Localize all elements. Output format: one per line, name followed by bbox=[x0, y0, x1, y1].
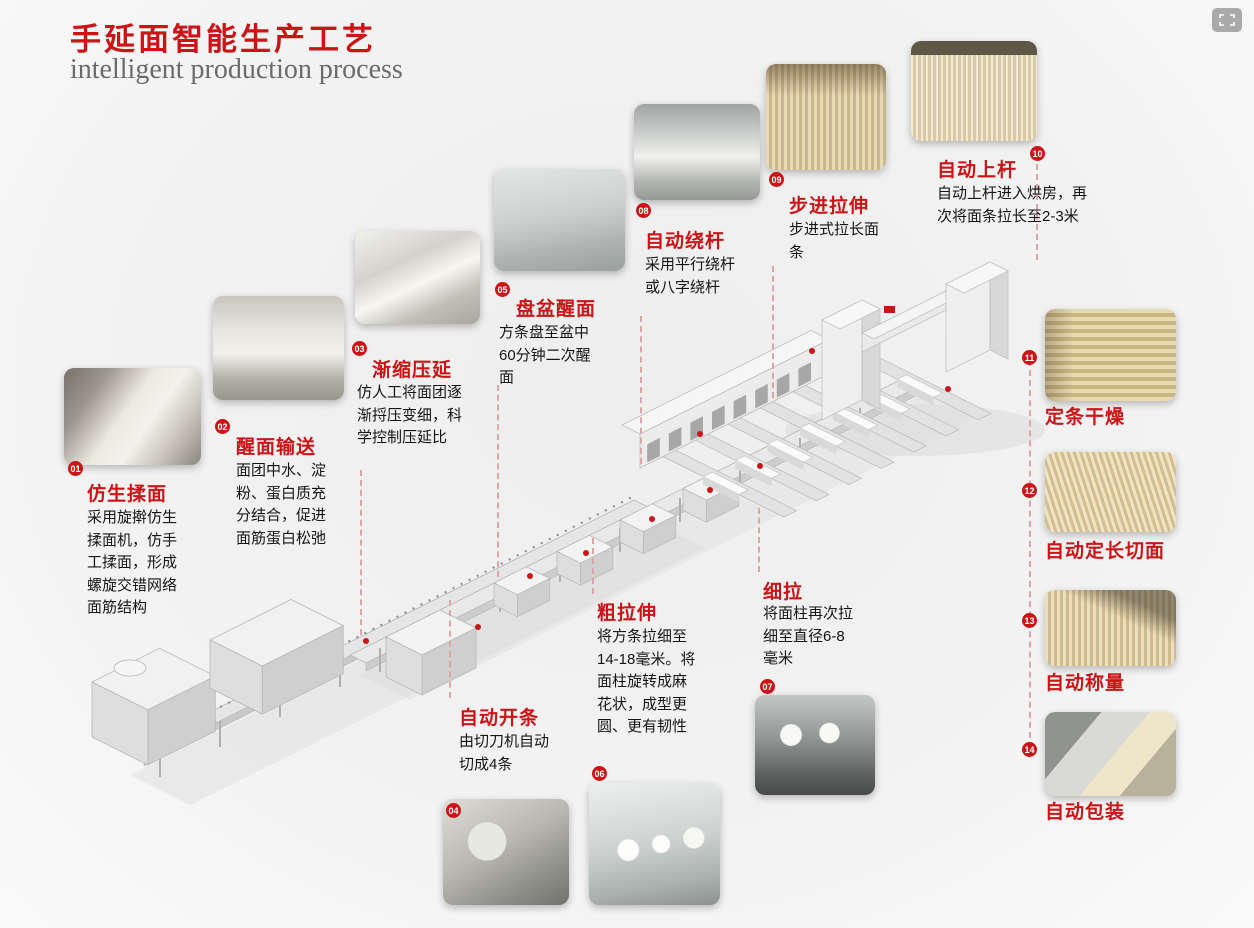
page-title: 手延面智能生产工艺 bbox=[70, 22, 376, 57]
connector-line bbox=[497, 385, 499, 577]
step-02-title: 醒面输送 bbox=[236, 437, 317, 458]
step-01-title: 仿生揉面 bbox=[87, 484, 168, 505]
step-01-desc: 采用旋擀仿生揉面机，仿手工揉面，形成螺旋交错网络面筋结构 bbox=[87, 509, 178, 616]
connector-line bbox=[449, 600, 451, 698]
step-06-photo bbox=[589, 783, 720, 905]
step-13-title: 自动称量 bbox=[1045, 673, 1126, 694]
step-11-title: 定条干燥 bbox=[1045, 407, 1126, 428]
step-04-desc: 由切刀机自动切成4条 bbox=[459, 733, 550, 773]
step-14-badge: 14 bbox=[1022, 742, 1037, 757]
connector-line bbox=[1029, 360, 1031, 748]
step-12-title: 自动定长切面 bbox=[1045, 541, 1166, 562]
step-07-photo bbox=[755, 695, 875, 795]
step-03-badge: 03 bbox=[352, 341, 367, 356]
step-11-photo bbox=[1045, 309, 1176, 401]
step-14-title: 自动包装 bbox=[1045, 802, 1126, 823]
step-01-photo bbox=[64, 368, 201, 465]
step-08-title: 自动绕杆 bbox=[645, 231, 726, 252]
step-04-title: 自动开条 bbox=[459, 708, 540, 729]
step-04-badge: 04 bbox=[446, 803, 461, 818]
step-08-badge: 08 bbox=[636, 203, 651, 218]
capture-button[interactable] bbox=[1212, 8, 1242, 32]
connector-line bbox=[758, 508, 760, 572]
step-10-title: 自动上杆 bbox=[937, 160, 1018, 181]
step-02-desc: 面团中水、淀粉、蛋白质充分结合，促进面筋蛋白松弛 bbox=[236, 462, 327, 547]
step-12-photo bbox=[1045, 452, 1176, 532]
step-14-photo bbox=[1045, 712, 1176, 796]
step-10-photo bbox=[911, 41, 1037, 141]
step-07-title: 细拉 bbox=[763, 582, 804, 603]
step-09-title: 步进拉伸 bbox=[789, 196, 870, 217]
connector-line bbox=[360, 470, 362, 635]
step-13-badge: 13 bbox=[1022, 613, 1037, 628]
step-11-badge: 11 bbox=[1022, 350, 1037, 365]
step-01-badge: 01 bbox=[68, 461, 83, 476]
step-04-photo bbox=[443, 799, 569, 905]
step-03-desc: 仿人工将面团逐渐捋压变细，科学控制压延比 bbox=[357, 384, 463, 446]
step-12-badge: 12 bbox=[1022, 483, 1037, 498]
page-subtitle: intelligent production process bbox=[70, 54, 403, 85]
step-08-desc: 采用平行绕杆或八字绕杆 bbox=[645, 256, 736, 296]
step-03-title: 渐缩压延 bbox=[372, 360, 453, 381]
step-05-photo bbox=[494, 169, 625, 271]
connector-line bbox=[640, 316, 642, 464]
step-05-title: 盘盆醒面 bbox=[516, 299, 597, 320]
step-02-badge: 02 bbox=[215, 419, 230, 434]
step-09-desc: 步进式拉长面条 bbox=[789, 221, 880, 261]
step-06-desc: 将方条拉细至14-18毫米。将面柱旋转成麻花状，成型更圆、更有韧性 bbox=[597, 628, 696, 735]
step-10-badge: 10 bbox=[1030, 146, 1045, 161]
step-09-photo bbox=[766, 64, 886, 170]
connector-line bbox=[1036, 164, 1038, 260]
capture-icon bbox=[1219, 14, 1235, 26]
step-13-photo bbox=[1045, 590, 1176, 666]
step-05-badge: 05 bbox=[495, 282, 510, 297]
step-05-desc: 方条盘至盆中60分钟二次醒面 bbox=[499, 324, 591, 386]
step-08-photo bbox=[634, 104, 760, 200]
step-10-desc: 自动上杆进入烘房，再次将面条拉长至2-3米 bbox=[937, 185, 1088, 225]
step-06-title: 粗拉伸 bbox=[597, 603, 658, 624]
connector-line bbox=[592, 538, 594, 594]
step-09-badge: 09 bbox=[769, 172, 784, 187]
step-06-badge: 06 bbox=[592, 766, 607, 781]
step-07-badge: 07 bbox=[760, 679, 775, 694]
connector-line bbox=[772, 266, 774, 398]
step-07-desc: 将面柱再次拉细至直径6-8毫米 bbox=[763, 605, 854, 667]
step-02-photo bbox=[213, 296, 344, 400]
step-03-photo bbox=[355, 231, 480, 324]
